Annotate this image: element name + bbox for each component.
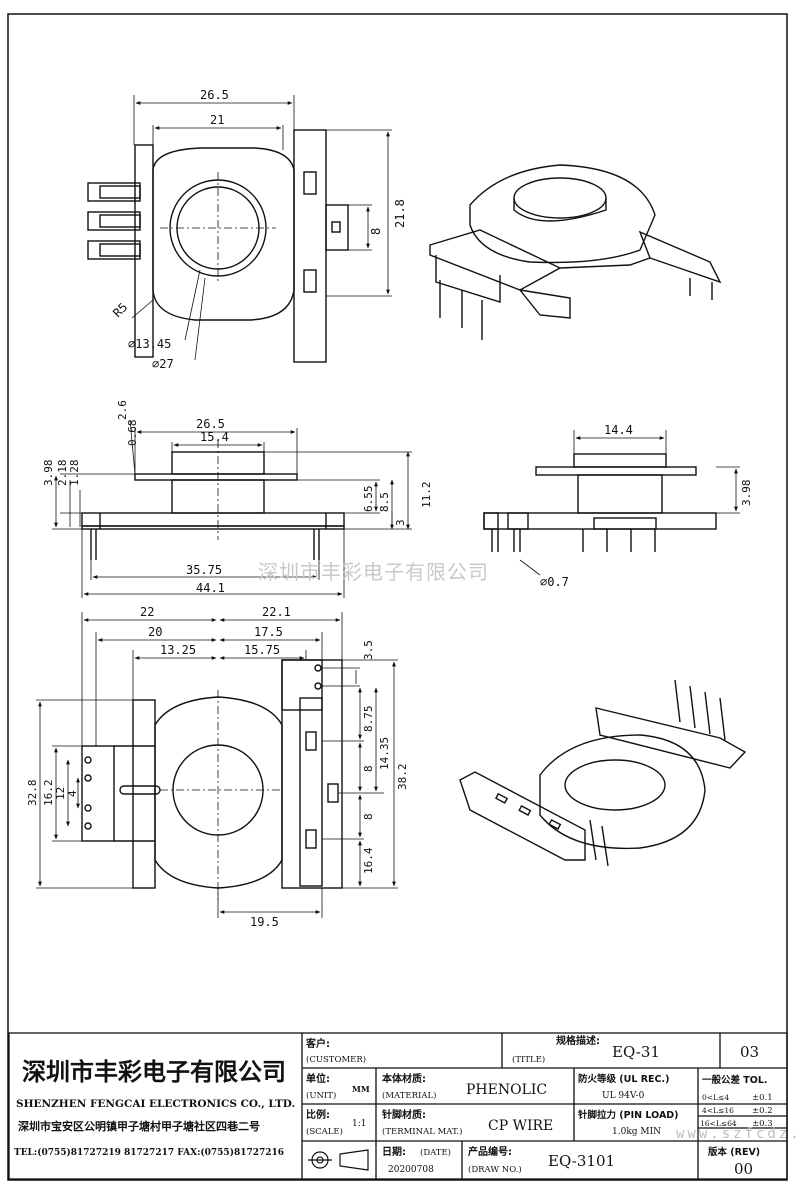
terminal-value: CP WIRE <box>488 1118 553 1134</box>
date-label: 日期: <box>382 1145 406 1158</box>
top-view <box>87 129 349 363</box>
flame-label: 防火等级 (UL REC.) <box>578 1073 669 1085</box>
dim-13-25: 13.25 <box>160 643 196 657</box>
dim-8-75: 8.75 <box>362 706 375 733</box>
title-label-en: (TITLE) <box>512 1054 545 1065</box>
title-block-frame <box>8 1032 788 1180</box>
dim-8-a: 8 <box>362 765 375 772</box>
rev-label: 版本 (REV) <box>707 1146 760 1158</box>
dim-26-5: 26.5 <box>200 88 229 102</box>
material-label-en: (MATERIAL) <box>382 1090 436 1101</box>
scale-label-en: (SCALE) <box>306 1126 343 1137</box>
tol-value-2: ±0.2 <box>752 1106 773 1116</box>
drawno-label-en: (DRAW NO.) <box>468 1164 522 1175</box>
unit-label: 单位: <box>306 1072 330 1085</box>
dim-12: 12 <box>54 787 67 800</box>
dim-r5: R5 <box>110 300 130 320</box>
sheet-number: 03 <box>740 1043 759 1061</box>
bottom-view-dims <box>36 612 398 918</box>
top-view-dims <box>131 95 392 361</box>
drawno-label: 产品编号: <box>468 1145 512 1158</box>
dim-8-b: 8 <box>362 813 375 820</box>
dim-4: 4 <box>66 790 79 797</box>
dim-44-1: 44.1 <box>196 581 225 595</box>
dim-1-28: 1.28 <box>68 460 81 487</box>
bottom-view <box>81 659 343 900</box>
date-label-en: (DATE) <box>420 1147 451 1158</box>
customer-label: 客户: <box>305 1037 330 1050</box>
dim-26-5-front: 26.5 <box>196 417 225 431</box>
dim-21: 21 <box>210 113 224 127</box>
dim-22-1: 22.1 <box>262 605 291 619</box>
dim-3-98-front: 3.98 <box>42 460 55 487</box>
dim-32-8: 32.8 <box>26 780 39 807</box>
dim-3: 3 <box>394 519 407 526</box>
unit-value: MM <box>352 1084 370 1094</box>
material-label: 本体材质: <box>382 1072 426 1085</box>
title-value: EQ-31 <box>612 1043 660 1061</box>
dim-17-5: 17.5 <box>254 625 283 639</box>
company-name-en: SHENZHEN FENGCAI ELECTRONICS CO., LTD. <box>16 1098 295 1110</box>
terminal-label-en: (TERMINAL MAT.) <box>382 1126 462 1137</box>
front-view <box>81 440 345 560</box>
dim-20: 20 <box>148 625 162 639</box>
drawno-value: EQ-3101 <box>548 1152 615 1170</box>
dim-15-75: 15.75 <box>244 643 280 657</box>
dim-14-35: 14.35 <box>378 737 391 770</box>
dim-16-2: 16.2 <box>42 780 55 807</box>
company-address: 深圳市宝安区公明镇甲子塘村甲子塘社区四巷二号 <box>18 1119 260 1133</box>
date-value: 20200708 <box>388 1165 434 1175</box>
company-phone: TEL:(0755)81727219 81727217 FAX:(0755)81… <box>14 1147 284 1158</box>
pin-load-label: 针脚拉力 (PIN LOAD) <box>578 1109 679 1121</box>
projection-symbol-icon <box>308 1149 369 1171</box>
rev-value: 00 <box>734 1160 753 1178</box>
tol-value-3: ±0.3 <box>752 1119 773 1129</box>
dim-14-4: 14.4 <box>604 423 633 437</box>
tol-value-1: ±0.1 <box>752 1093 773 1103</box>
dim-0-68: 0.68 <box>126 420 139 447</box>
title-label: 规格描述: <box>556 1034 600 1047</box>
customer-label-en: (CUSTOMER) <box>306 1054 366 1065</box>
dim-2-18: 2.18 <box>56 460 69 487</box>
tol-range-3: 16<L≤64 <box>700 1119 737 1128</box>
dim-3-5: 3.5 <box>362 640 375 660</box>
watermark-url: www.szfcdz.cn <box>676 1126 800 1142</box>
scale-label: 比例: <box>306 1108 330 1121</box>
dim-pin-0-7: ⌀0.7 <box>540 575 569 589</box>
dim-bore-13-45: ⌀13.45 <box>128 337 171 351</box>
unit-label-en: (UNIT) <box>306 1090 336 1101</box>
iso-view-bottom <box>459 679 747 867</box>
terminal-label: 针脚材质: <box>382 1108 426 1121</box>
dim-2-6: 2.6 <box>116 400 129 420</box>
sheet-border <box>7 13 788 1181</box>
dim-21-8: 21.8 <box>393 199 407 228</box>
iso-view-top <box>429 164 722 340</box>
dim-19-5: 19.5 <box>250 915 279 929</box>
side-view-dims <box>519 430 740 576</box>
dim-3-98-side: 3.98 <box>740 480 753 507</box>
tolerance-label: 一般公差 TOL. <box>702 1074 768 1086</box>
dim-16-4: 16.4 <box>362 847 375 874</box>
dim-6-55: 6.55 <box>362 486 375 513</box>
tol-range-2: 4<L≤16 <box>702 1106 734 1115</box>
dim-15-4: 15.4 <box>200 430 229 444</box>
flame-value: UL 94V-0 <box>602 1091 645 1101</box>
material-value: PHENOLIC <box>466 1082 547 1098</box>
pin-load-value: 1.0kg MIN <box>612 1127 661 1137</box>
dim-8-5: 8.5 <box>378 492 391 512</box>
company-name-cn: 深圳市丰彩电子有限公司 <box>22 1058 286 1086</box>
scale-value: 1:1 <box>352 1119 366 1129</box>
tol-range-1: 0<L≤4 <box>702 1093 729 1102</box>
dim-11-2: 11.2 <box>420 482 433 509</box>
dim-bore-27: ⌀27 <box>152 357 174 371</box>
dim-35-75: 35.75 <box>186 563 222 577</box>
front-view-dims <box>52 419 412 598</box>
side-view <box>483 453 717 552</box>
dim-8: 8 <box>369 228 383 235</box>
dim-38-2: 38.2 <box>396 764 409 791</box>
dim-22: 22 <box>140 605 154 619</box>
